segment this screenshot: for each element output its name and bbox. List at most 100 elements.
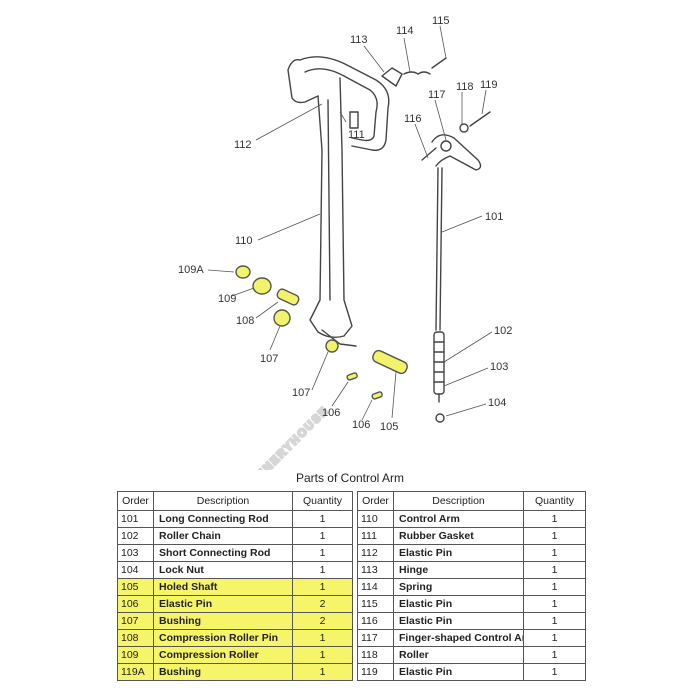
header-order: Order xyxy=(117,491,154,511)
quantity-cell: 1 xyxy=(292,544,353,562)
order-cell: 108 xyxy=(117,629,154,647)
description-cell: Hinge xyxy=(393,561,524,579)
description-cell: Roller xyxy=(393,646,524,664)
description-cell: Long Connecting Rod xyxy=(153,510,293,528)
order-cell: 107 xyxy=(117,612,154,630)
header-description: Description xyxy=(393,491,524,511)
order-cell: 102 xyxy=(117,527,154,545)
order-cell: 114 xyxy=(357,578,394,596)
callout-101: 101 xyxy=(485,211,503,223)
description-cell: Spring xyxy=(393,578,524,596)
callout-117: 117 xyxy=(428,89,446,101)
quantity-cell: 1 xyxy=(523,629,586,647)
order-cell: 115 xyxy=(357,595,394,613)
quantity-cell: 1 xyxy=(292,510,353,528)
callout-116: 116 xyxy=(404,113,422,125)
description-cell: Compression Roller Pin xyxy=(153,629,293,647)
description-cell: Elastic Pin xyxy=(393,544,524,562)
description-cell: Compression Roller xyxy=(153,646,293,664)
description-cell: Elastic Pin xyxy=(393,595,524,613)
callout-107a: 107 xyxy=(260,353,278,365)
quantity-cell: 1 xyxy=(523,510,586,528)
quantity-cell: 1 xyxy=(523,561,586,579)
description-cell: Lock Nut xyxy=(153,561,293,579)
quantity-cell: 2 xyxy=(292,595,353,613)
callout-106b: 106 xyxy=(352,419,370,431)
quantity-cell: 1 xyxy=(523,527,586,545)
description-cell: Bushing xyxy=(153,612,293,630)
order-cell: 106 xyxy=(117,595,154,613)
table-caption: Parts of Control Arm xyxy=(295,471,405,485)
order-cell: 110 xyxy=(357,510,394,528)
quantity-cell: 1 xyxy=(292,527,353,545)
quantity-cell: 1 xyxy=(292,663,353,681)
callout-115: 115 xyxy=(432,15,450,27)
quantity-cell: 1 xyxy=(523,544,586,562)
quantity-cell: 1 xyxy=(292,629,353,647)
rollers-drawing xyxy=(235,265,408,400)
header-order: Order xyxy=(357,491,394,511)
description-cell: Roller Chain xyxy=(153,527,293,545)
callout-109: 109 xyxy=(218,293,236,305)
hinge-drawing xyxy=(381,57,447,87)
order-cell: 112 xyxy=(357,544,394,562)
callout-102: 102 xyxy=(494,325,512,337)
callout-109a: 109A xyxy=(178,264,204,276)
callout-103: 103 xyxy=(490,361,508,373)
description-cell: Elastic Pin xyxy=(393,663,524,681)
callout-107b: 107 xyxy=(292,387,310,399)
table-header-row: Order Description Quantity xyxy=(357,491,586,511)
watermark: MACHINERYHOUSE xyxy=(229,404,332,470)
description-cell: Holed Shaft xyxy=(153,578,293,596)
quantity-cell: 1 xyxy=(292,561,353,579)
description-cell: Control Arm xyxy=(393,510,524,528)
callout-118: 118 xyxy=(456,81,474,93)
description-cell: Rubber Gasket xyxy=(393,527,524,545)
order-cell: 104 xyxy=(117,561,154,579)
header-quantity: Quantity xyxy=(523,491,586,511)
callout-108: 108 xyxy=(236,315,254,327)
order-cell: 105 xyxy=(117,578,154,596)
callout-113: 113 xyxy=(350,34,368,46)
header-quantity: Quantity xyxy=(292,491,353,511)
finger-control-arm-drawing xyxy=(421,111,491,171)
order-cell: 117 xyxy=(357,629,394,647)
quantity-cell: 1 xyxy=(523,578,586,596)
quantity-cell: 1 xyxy=(292,646,353,664)
order-cell: 116 xyxy=(357,612,394,630)
order-cell: 103 xyxy=(117,544,154,562)
order-cell: 111 xyxy=(357,527,394,545)
description-cell: Bushing xyxy=(153,663,293,681)
callout-111: 111 xyxy=(348,129,365,141)
order-cell: 109 xyxy=(117,646,154,664)
description-cell: Finger-shaped Control Arm xyxy=(393,629,524,647)
quantity-cell: 2 xyxy=(292,612,353,630)
callout-105: 105 xyxy=(380,421,398,433)
quantity-cell: 1 xyxy=(292,578,353,596)
order-cell: 118 xyxy=(357,646,394,664)
description-cell: Elastic Pin xyxy=(153,595,293,613)
order-cell: 101 xyxy=(117,510,154,528)
exploded-diagram: MACHINERYHOUSE xyxy=(178,15,512,470)
header-description: Description xyxy=(153,491,293,511)
